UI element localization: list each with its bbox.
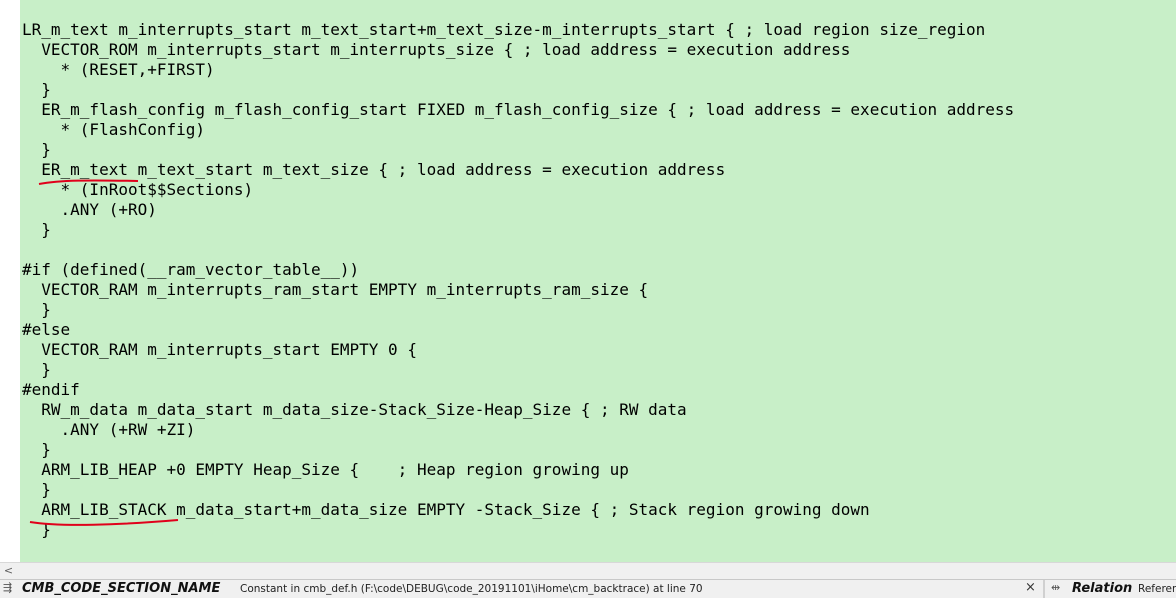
relation-subtitle: Referer — [1138, 583, 1176, 595]
code-area[interactable]: LR_m_text m_interrupts_start m_text_star… — [22, 20, 1176, 540]
close-button[interactable]: × — [1025, 580, 1036, 595]
relation-title: Relation — [1072, 581, 1133, 596]
panel-divider[interactable] — [1043, 580, 1045, 598]
code-line: } — [22, 360, 51, 379]
code-line: ARM_LIB_HEAP +0 EMPTY Heap_Size { ; Heap… — [22, 460, 629, 479]
relation-panel-icon: ⇹ — [1051, 581, 1061, 594]
code-line: VECTOR_ROM m_interrupts_start m_interrup… — [22, 40, 851, 59]
symbol-description: Constant in cmb_def.h (F:\code\DEBUG\cod… — [240, 583, 703, 595]
code-line: ARM_LIB_STACK m_data_start+m_data_size E… — [22, 500, 870, 519]
editor-gutter — [0, 0, 20, 562]
code-line: #else — [22, 320, 71, 339]
symbol-panel-icon: ⇶ — [3, 581, 13, 594]
code-line: * (FlashConfig) — [22, 120, 206, 139]
symbol-info-panel: ⇶ CMB_CODE_SECTION_NAME Constant in cmb_… — [0, 580, 1042, 598]
code-line: } — [22, 220, 51, 239]
code-line: } — [22, 480, 51, 499]
status-bar: ⇶ CMB_CODE_SECTION_NAME Constant in cmb_… — [0, 579, 1176, 598]
code-line: * (InRoot$$Sections) — [22, 180, 254, 199]
code-line: } — [22, 440, 51, 459]
scroll-left-arrow[interactable]: < — [3, 564, 14, 577]
code-line: } — [22, 80, 51, 99]
code-line — [22, 240, 1176, 260]
scroll-track[interactable] — [17, 563, 1176, 579]
symbol-name: CMB_CODE_SECTION_NAME — [22, 581, 221, 596]
code-line: .ANY (+RW +ZI) — [22, 420, 196, 439]
code-line: * (RESET,+FIRST) — [22, 60, 215, 79]
code-line: LR_m_text m_interrupts_start m_text_star… — [22, 20, 986, 39]
code-line: ER_m_flash_config m_flash_config_start F… — [22, 100, 1015, 119]
horizontal-scrollbar[interactable]: < — [0, 562, 1176, 579]
code-line: RW_m_data m_data_start m_data_size-Stack… — [22, 400, 687, 419]
code-editor[interactable]: LR_m_text m_interrupts_start m_text_star… — [0, 0, 1176, 562]
code-line: } — [22, 520, 51, 539]
code-line: } — [22, 300, 51, 319]
relation-panel: ⇹ Relation Referer — [1048, 580, 1176, 598]
code-line: } — [22, 140, 51, 159]
code-line: ER_m_text m_text_start m_text_size { ; l… — [22, 160, 726, 179]
code-line: VECTOR_RAM m_interrupts_start EMPTY 0 { — [22, 340, 417, 359]
code-line: #endif — [22, 380, 80, 399]
code-line: VECTOR_RAM m_interrupts_ram_start EMPTY … — [22, 280, 649, 299]
code-line: .ANY (+RO) — [22, 200, 157, 219]
code-line: #if (defined(__ram_vector_table__)) — [22, 260, 360, 279]
